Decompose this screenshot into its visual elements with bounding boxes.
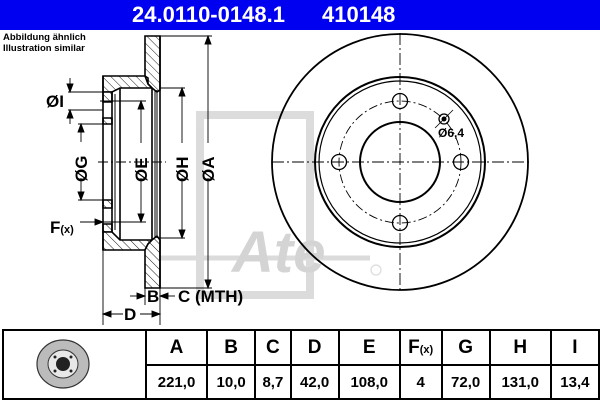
value-i: 13,4 [549,364,600,400]
value-d: 42,0 [289,364,340,400]
hole-dia-label: Ø6,4 [438,126,464,140]
dim-label-d: D [124,305,137,324]
col-header-b: B [206,329,257,366]
value-f: 4 [398,364,443,400]
spec-value-row: 221,0 10,0 8,7 42,0 108,0 4 72,0 131,0 1… [3,364,600,400]
col-header-e: E [337,329,401,366]
dim-label-f: F(x) [50,218,74,237]
col-header-a: A [144,329,209,366]
reference-code: 410148 [322,2,396,27]
spec-header-row: A B C D E F(x) G H I [2,329,600,400]
technical-drawing: Ate [66,33,530,325]
value-g: 72,0 [440,364,491,400]
dim-label-a: ØA [199,156,218,183]
dim-label-g: ØG [72,155,91,182]
note-english: Illustration similar [3,43,85,54]
illustration-note: Abbildung ähnlich Illustration similar [3,32,86,54]
disc-thumbnail [2,329,147,400]
value-e: 108,0 [337,364,401,400]
value-c: 8,7 [254,364,292,400]
dim-label-b: B [147,287,160,306]
dim-label-i: ØI [46,92,64,111]
dimension-lines [66,34,212,325]
bolt-hole [330,153,348,171]
ate-watermark: Ate [160,111,382,299]
note-german: Abbildung ähnlich [3,32,86,43]
value-h: 131,0 [488,364,552,400]
front-view-disc [271,33,530,292]
col-header-d: D [289,329,340,366]
title-bar: 24.0110-0148.1 410148 [0,0,600,30]
dim-label-c: C (MTH) [178,287,244,306]
col-header-h: H [488,329,552,366]
col-header-f: F(x) [398,329,443,366]
value-b: 10,0 [206,364,257,400]
dim-label-e: ØE [132,157,151,182]
locator-hole [438,113,450,125]
col-header-i: I [549,329,600,366]
part-number: 24.0110-0148.1 [132,2,285,27]
col-header-c: C [254,329,292,366]
col-header-g: G [440,329,491,366]
brake-disc-icon [35,338,90,389]
dim-label-h: ØH [173,156,192,183]
spec-table: A B C D E F(x) G H I 221,0 10,0 8,7 42,0… [2,329,600,400]
value-a: 221,0 [144,364,209,400]
svg-text:Ate: Ate [230,220,325,285]
